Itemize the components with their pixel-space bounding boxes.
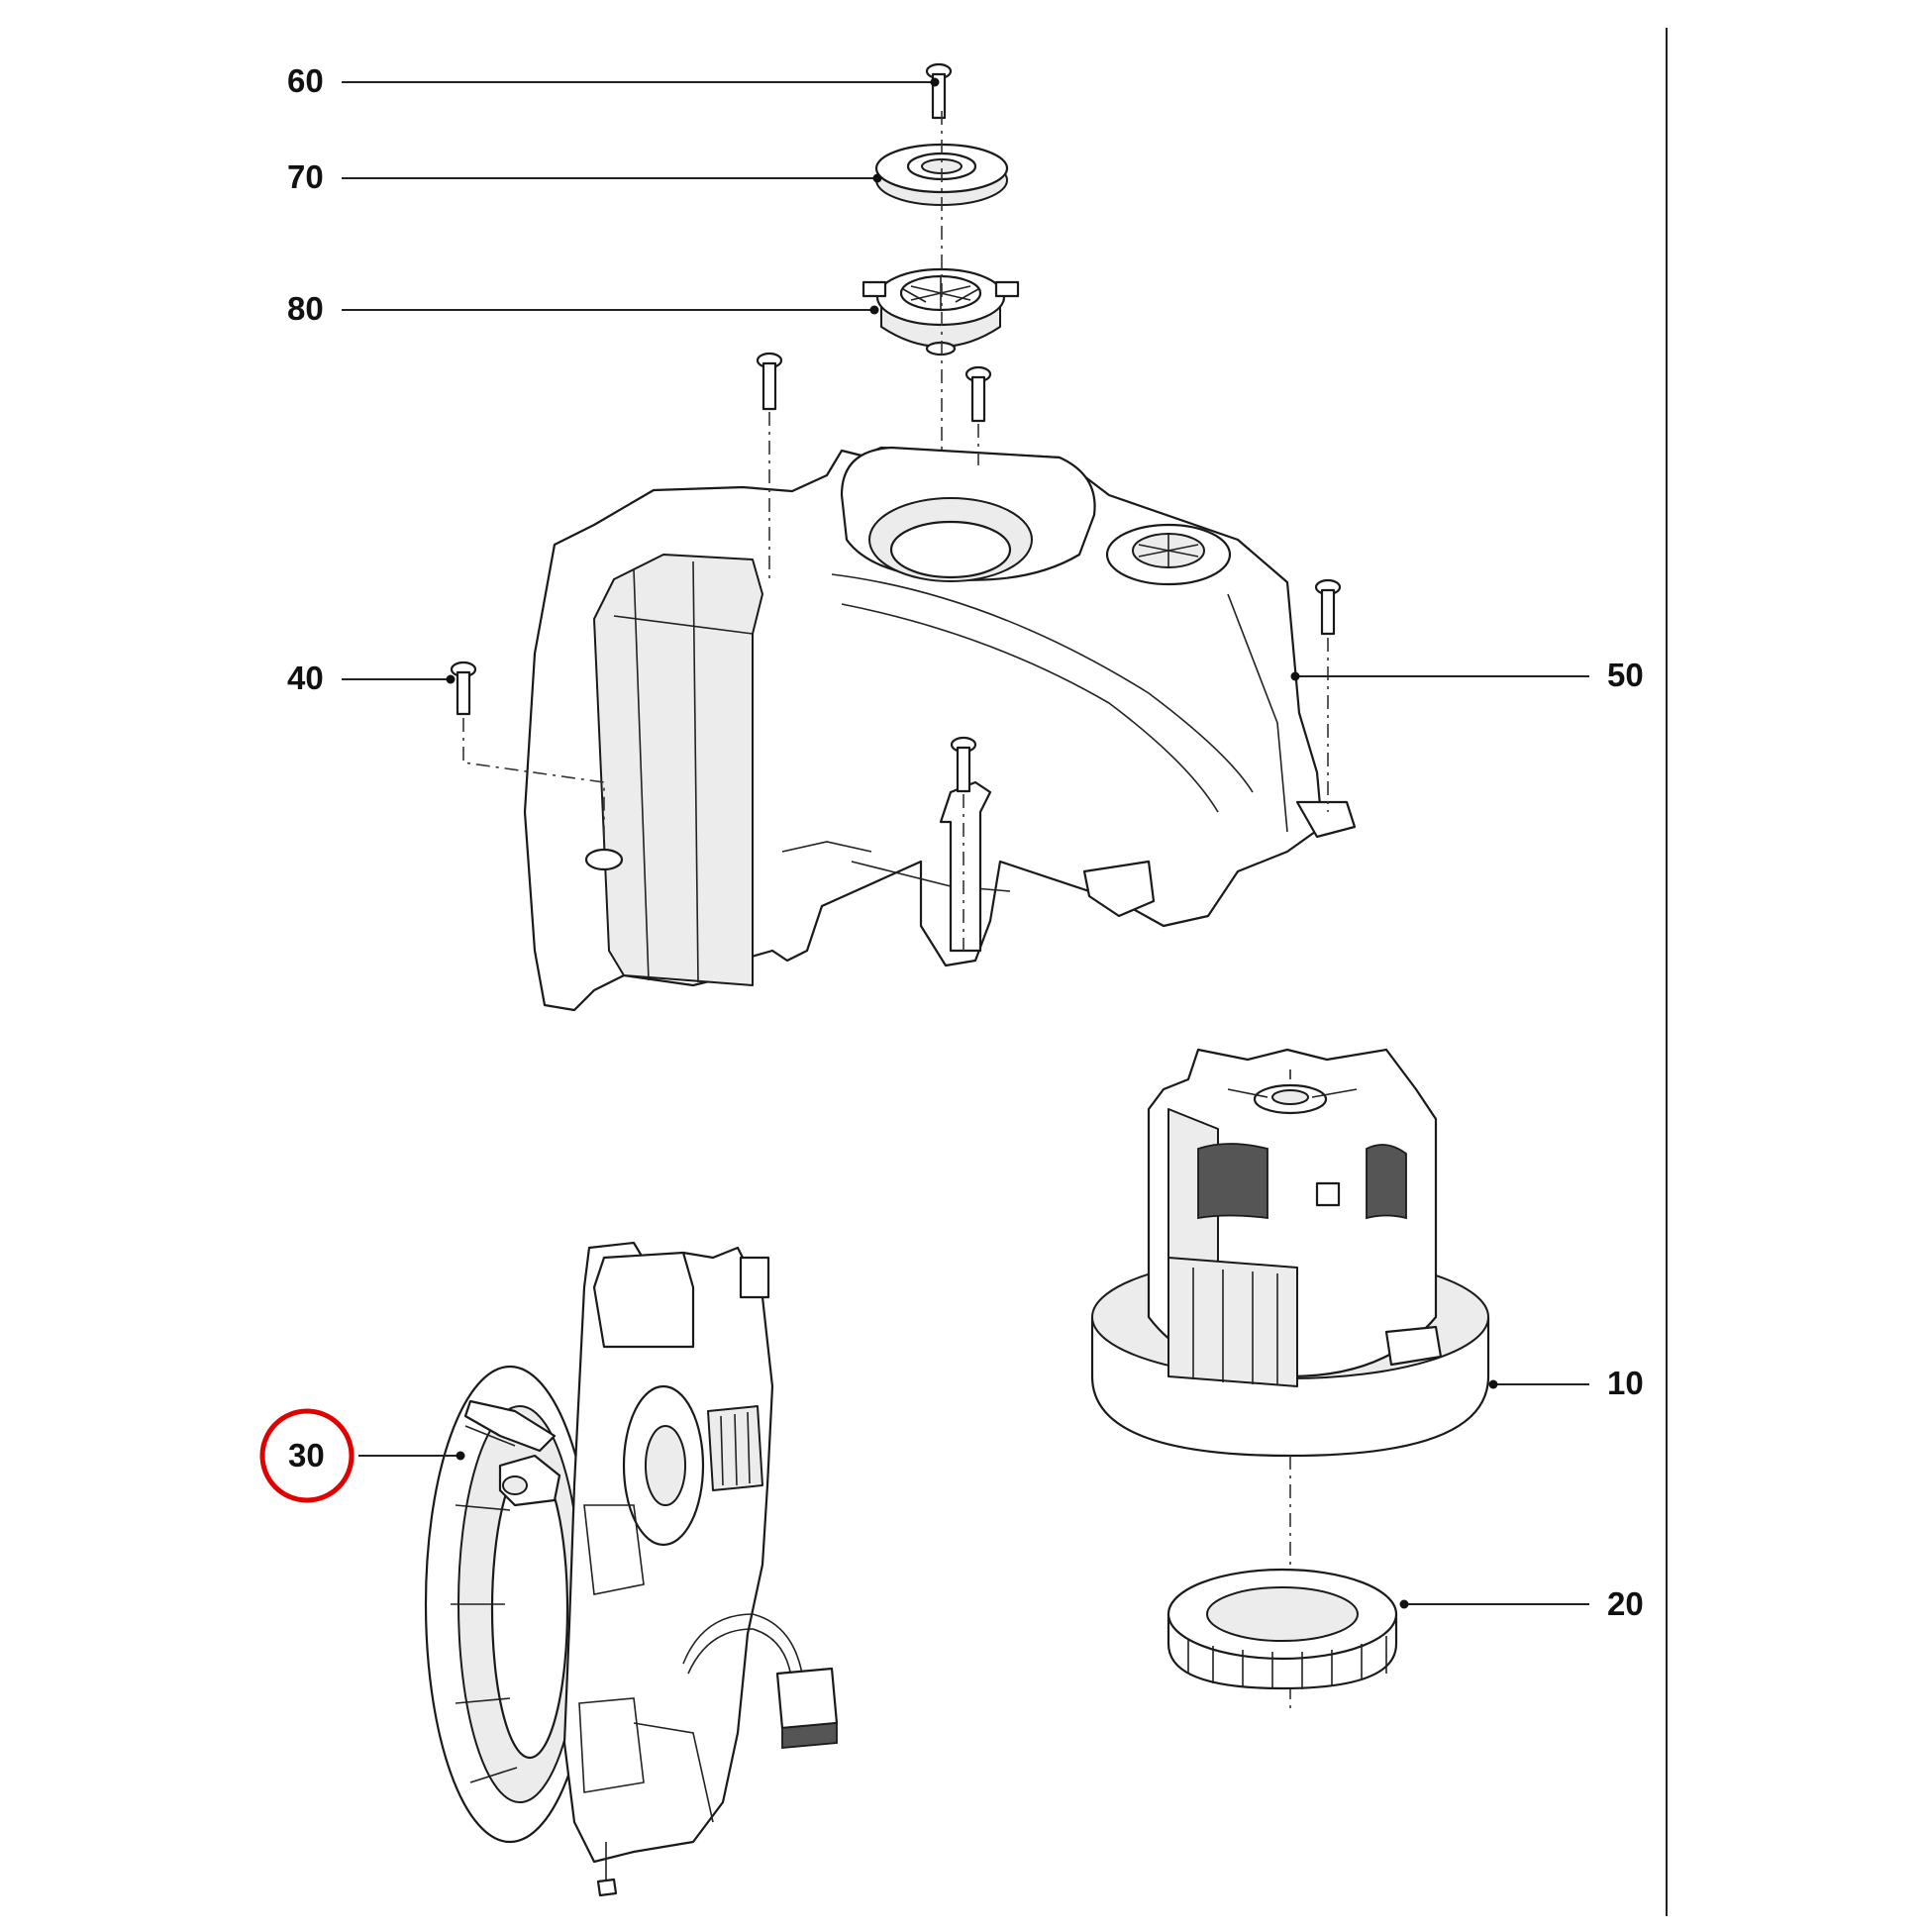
callout-40: 40 <box>287 660 324 696</box>
housing-screw-center <box>950 736 977 793</box>
leader-20 <box>1399 1599 1589 1609</box>
housing-screw-left <box>450 661 477 716</box>
callout-20: 20 <box>1607 1585 1644 1622</box>
part-50-housing <box>523 446 1357 1012</box>
leader-70 <box>342 173 882 183</box>
leader-40 <box>342 674 456 684</box>
part-80-bushing <box>862 267 1020 356</box>
screw-axis-left <box>462 718 605 852</box>
leader-80 <box>342 305 879 315</box>
leader-60 <box>342 77 940 87</box>
callout-50: 50 <box>1607 657 1644 693</box>
part-30-cable-reel <box>424 1241 839 1897</box>
callout-80: 80 <box>287 290 324 327</box>
leader-10 <box>1488 1379 1589 1389</box>
part-60-screw <box>925 62 953 120</box>
highlight-circle <box>259 1408 355 1503</box>
callout-70: 70 <box>287 158 324 195</box>
housing-screw-top-right <box>964 365 992 423</box>
callout-60: 60 <box>287 62 324 99</box>
part-20-ring <box>1166 1568 1398 1690</box>
housing-screw-top-left <box>756 352 783 411</box>
part-10-motor <box>1090 1048 1490 1458</box>
leader-50 <box>1290 671 1589 681</box>
callout-30: 30 <box>288 1437 325 1474</box>
housing-screw-right <box>1314 578 1342 636</box>
callout-10: 10 <box>1607 1365 1644 1401</box>
leader-30 <box>358 1451 465 1461</box>
